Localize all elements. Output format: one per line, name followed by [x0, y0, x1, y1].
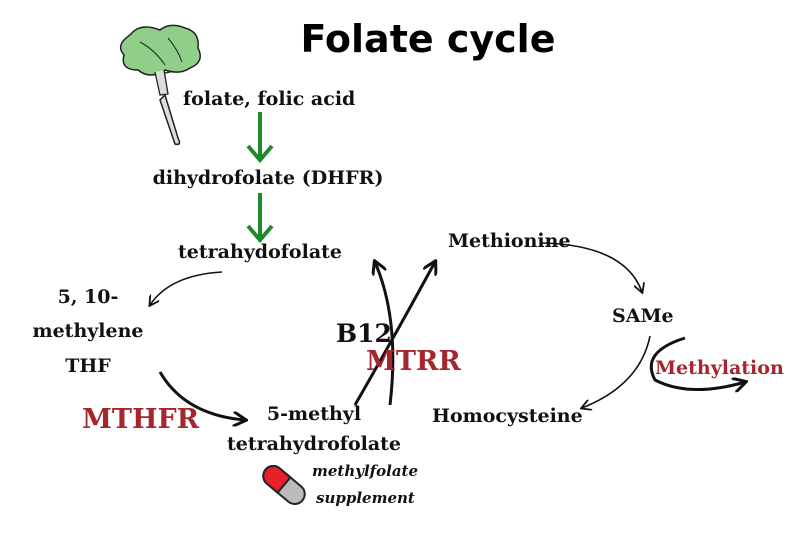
node-methylthf-line1: 5-methyl [267, 403, 361, 425]
supplement-line1: methylfolate [312, 462, 418, 480]
arrow-methylation [649, 336, 745, 390]
lettuce-fork-icon [119, 24, 201, 146]
node-folate: folate, folic acid [183, 88, 355, 110]
arrow-thf-to-methylene [150, 271, 223, 305]
pill-icon [262, 465, 306, 505]
page-title: Folate cycle [301, 17, 556, 61]
enzyme-mthfr: MTHFR [82, 404, 200, 435]
arrow-same-to-homocysteine [582, 335, 651, 408]
cofactor-b12: B12 [336, 319, 392, 348]
green-arrow-2 [246, 193, 274, 244]
green-arrow-1 [246, 112, 274, 164]
node-homocysteine: Homocysteine [432, 405, 583, 427]
node-methylene-line2: methylene [32, 320, 143, 342]
node-dihydrofolate: dihydrofolate (DHFR) [153, 167, 384, 189]
node-methylene-line3: THF [65, 355, 111, 377]
supplement-line2: supplement [316, 489, 415, 507]
enzyme-mtrr: MTRR [366, 346, 461, 377]
arrow-methylthf-to-thf [375, 262, 395, 406]
node-methylene-line1: 5, 10- [58, 286, 119, 308]
node-tetrahydrofolate: tetrahydofolate [178, 241, 342, 263]
arrow-homocysteine-to-methionine [353, 262, 435, 406]
node-methylthf-line2: tetrahydrofolate [227, 433, 401, 455]
node-same: SAMe [612, 305, 674, 327]
process-methylation: Methylation [655, 357, 784, 379]
node-methionine: Methionine [448, 230, 571, 252]
arrow-methionine-to-same [541, 242, 642, 292]
arrow-methylene-to-methylthf [158, 371, 245, 420]
